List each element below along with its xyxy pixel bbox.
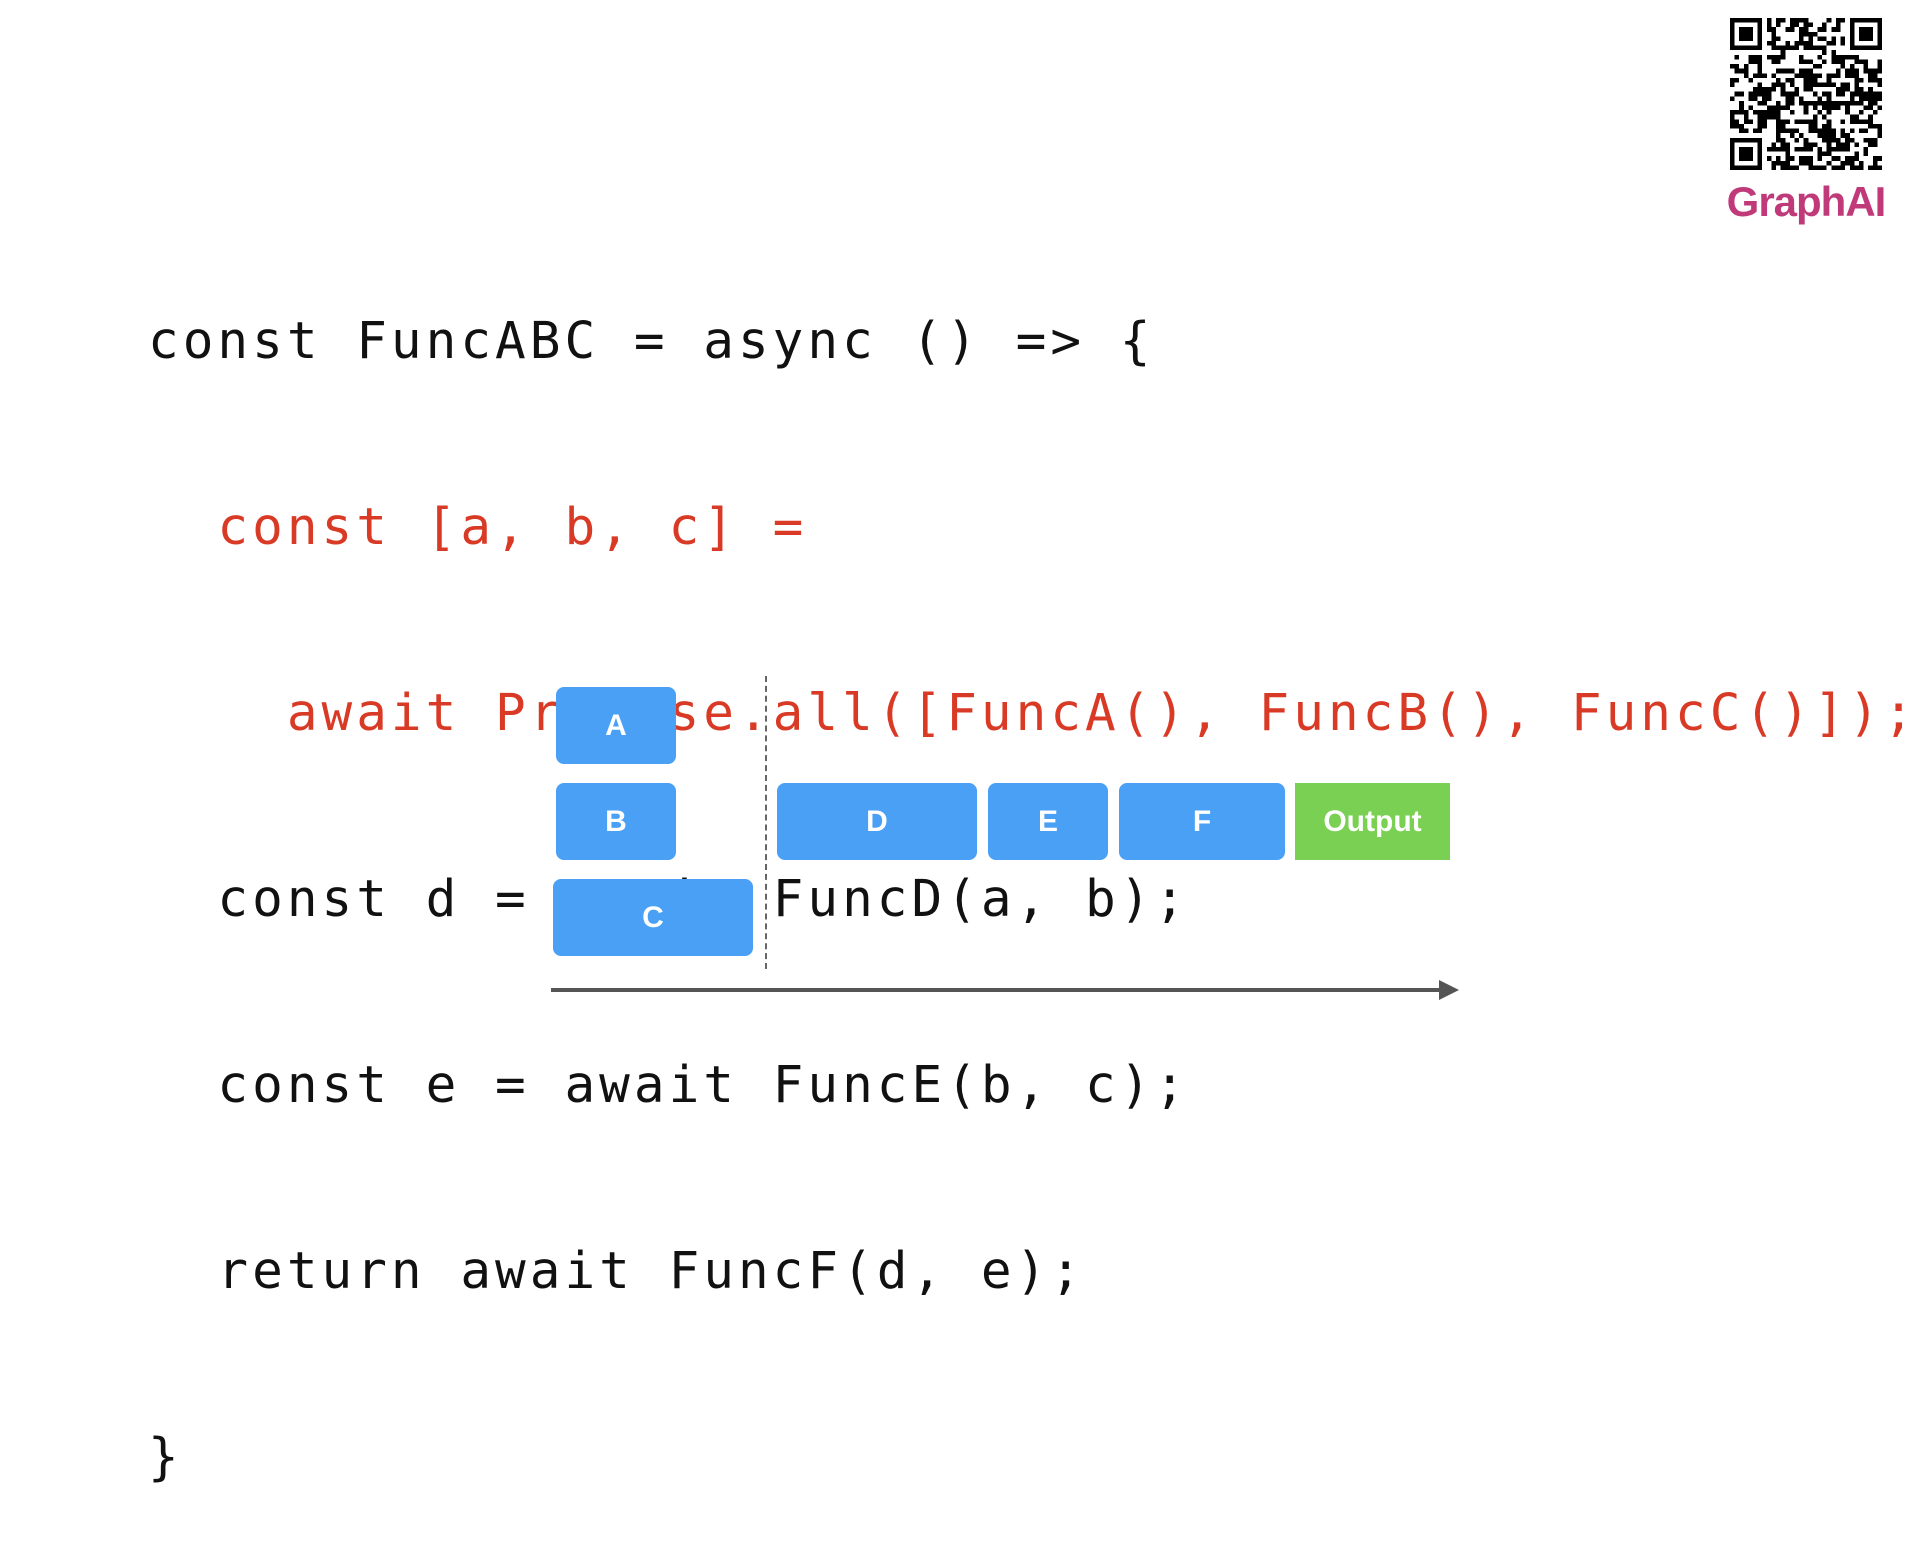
arrow-right-icon [1439, 980, 1459, 1000]
node-d: D [777, 783, 977, 860]
qr-code-icon [1730, 18, 1882, 170]
node-d-label: D [866, 804, 888, 838]
node-a: A [556, 687, 676, 764]
node-e-label: E [1037, 804, 1058, 838]
timeline-arrow [551, 980, 1459, 1000]
code-line-7: } [148, 1428, 183, 1487]
node-f: F [1119, 783, 1285, 860]
brand-name: GraphAI [1726, 178, 1887, 225]
code-line-2: const [a, b, c] = [148, 498, 808, 557]
node-e: E [988, 783, 1108, 860]
execution-timeline-diagram: A B C D E F Output [551, 676, 1459, 1000]
node-c-label: C [642, 900, 664, 934]
node-c: C [553, 879, 753, 956]
node-b: B [556, 783, 676, 860]
node-output-label: Output [1323, 804, 1422, 838]
node-b-label: B [605, 804, 627, 838]
node-f-label: F [1192, 804, 1212, 838]
brand-logo: GraphAI [1718, 18, 1894, 226]
node-a-label: A [605, 708, 627, 742]
node-output: Output [1295, 783, 1450, 860]
code-block: const FuncABC = async () => { const [a, … [148, 187, 1918, 1551]
code-line-6: return await FuncF(d, e); [148, 1242, 1086, 1301]
parallel-divider [765, 676, 767, 969]
code-line-1: const FuncABC = async () => { [148, 312, 1155, 371]
